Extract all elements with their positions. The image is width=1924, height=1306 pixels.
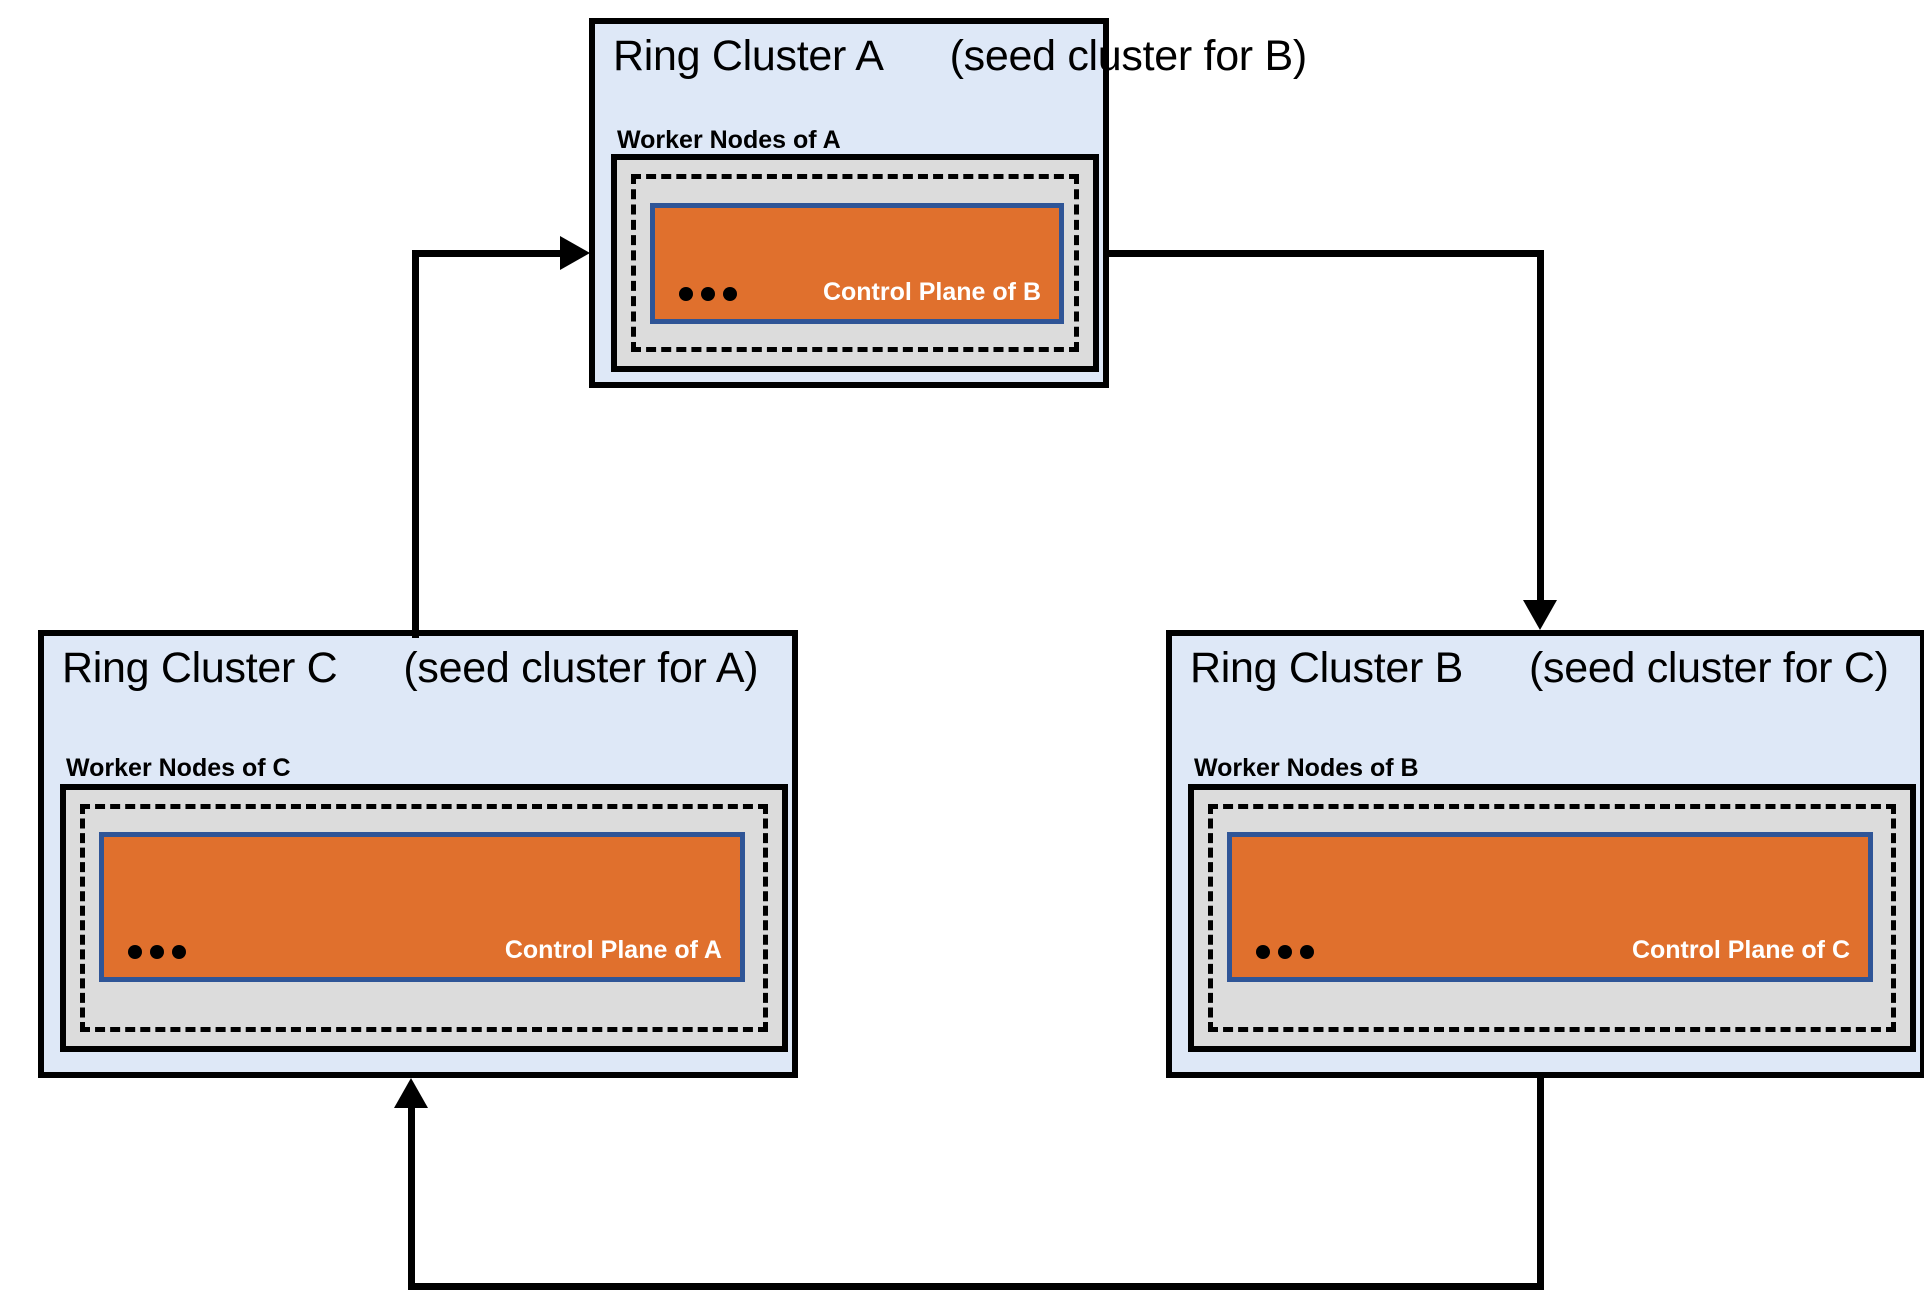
cluster-a-control-plane: Control Plane of B: [650, 203, 1064, 324]
arrow-c-to-a-horizontal: [412, 250, 564, 257]
cluster-c-worker-label: Worker Nodes of C: [66, 754, 291, 782]
cluster-c-control-plane-label: Control Plane of A: [504, 936, 722, 964]
cluster-c: Ring Cluster C (seed cluster for A) Worke…: [38, 630, 798, 1078]
cluster-b-title-text: Ring Cluster B: [1190, 644, 1464, 692]
arrow-a-to-b-head-icon: [1523, 600, 1557, 630]
cluster-a-seed-note: (seed cluster for B): [949, 32, 1308, 80]
arrow-b-to-c-vertical-left: [408, 1108, 415, 1290]
cluster-b-node-boundary: [1208, 804, 1896, 1032]
cluster-c-seed-note: (seed cluster for A): [403, 644, 759, 692]
cluster-a-node-boundary: [631, 174, 1079, 352]
arrow-a-to-b-vertical: [1537, 250, 1544, 610]
cluster-a: Ring Cluster A (seed cluster for B) Worke…: [589, 18, 1307, 388]
cluster-a-title-text: Ring Cluster A: [613, 32, 884, 80]
cluster-b-worker-label: Worker Nodes of B: [1194, 754, 1419, 782]
cluster-b-control-plane: Control Plane of C: [1227, 832, 1873, 982]
cluster-c-title-text: Ring Cluster C: [62, 644, 338, 692]
arrow-c-to-a-head-icon: [560, 236, 590, 270]
cluster-a-worker-label: Worker Nodes of A: [617, 126, 841, 154]
cluster-c-node-boundary: [80, 804, 768, 1032]
arrow-b-to-c-vertical-right: [1537, 1072, 1544, 1290]
cluster-b-worker-box: Control Plane of C: [1188, 784, 1916, 1052]
arrow-a-to-b-horizontal: [1103, 250, 1544, 257]
cluster-b-control-plane-label: Control Plane of C: [1631, 936, 1850, 964]
cluster-c-ellipsis-icon: [128, 945, 186, 959]
cluster-b-ellipsis-icon: [1256, 945, 1314, 959]
cluster-a-control-plane-label: Control Plane of B: [822, 278, 1041, 306]
cluster-a-title: Ring Cluster A (seed cluster for B): [613, 32, 1307, 81]
cluster-c-title: Ring Cluster C (seed cluster for A): [62, 644, 759, 693]
arrow-b-to-c-horizontal: [408, 1283, 1544, 1290]
cluster-b-seed-note: (seed cluster for C): [1529, 644, 1889, 692]
arrow-c-to-a-vertical: [412, 250, 419, 638]
cluster-a-ellipsis-icon: [679, 287, 737, 301]
cluster-b-title: Ring Cluster B (seed cluster for C): [1190, 644, 1889, 693]
cluster-b: Ring Cluster B (seed cluster for C) Worke…: [1166, 630, 1924, 1078]
cluster-a-worker-box: Control Plane of B: [611, 154, 1099, 372]
cluster-c-worker-box: Control Plane of A: [60, 784, 788, 1052]
arrow-b-to-c-head-icon: [394, 1078, 428, 1108]
cluster-c-control-plane: Control Plane of A: [99, 832, 745, 982]
